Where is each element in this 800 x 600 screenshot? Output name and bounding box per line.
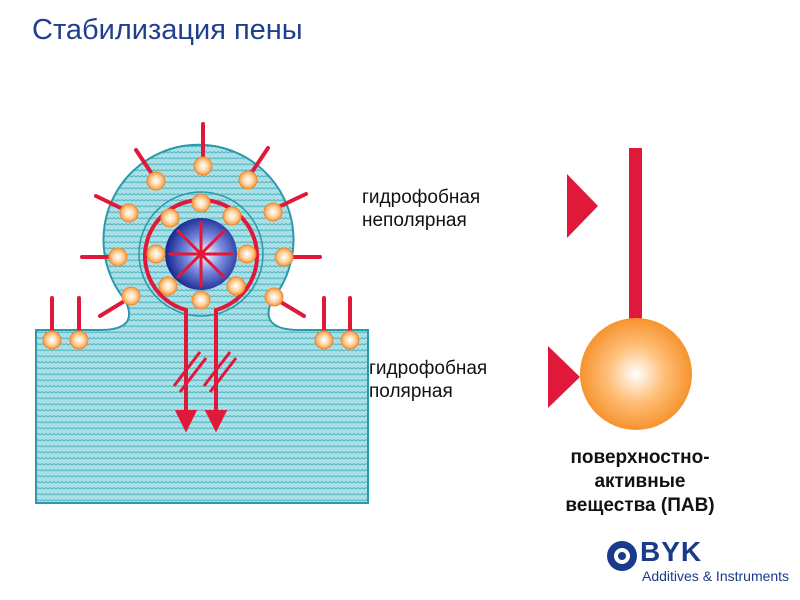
surfactant-molecule (580, 148, 692, 430)
byk-logo-icon (607, 541, 637, 571)
label-line-1: гидрофобная (362, 187, 481, 208)
surfactant-tail (629, 148, 642, 328)
label-hydrophobic-polar: гидрофобная полярная (369, 357, 487, 403)
air-core-rays (168, 220, 234, 288)
caption-line-3: вещества (ПАВ) (565, 495, 715, 516)
slide-title: Стабилизация пены (32, 14, 303, 46)
outer-surfactant-heads (42, 156, 360, 350)
pointer-polar (548, 346, 580, 408)
brand-tagline: Additives & Instruments (642, 568, 790, 584)
caption-line-1: поверхностно- (570, 447, 710, 468)
caption-line-2: активные (594, 471, 686, 492)
inner-surfactant-heads (146, 193, 257, 310)
label-line-2: полярная (369, 381, 453, 402)
label-hydrophobic-nonpolar: гидрофобная неполярная (362, 186, 480, 232)
brand-logo: BYK (640, 536, 703, 567)
pointer-nonpolar (567, 174, 598, 238)
label-line-2: неполярная (362, 210, 467, 231)
drainage-arrows (172, 351, 238, 433)
surfactant-caption: поверхностно- активные вещества (ПАВ) (540, 446, 740, 518)
surfactant-head (580, 318, 692, 430)
label-line-1: гидрофобная (369, 358, 488, 379)
